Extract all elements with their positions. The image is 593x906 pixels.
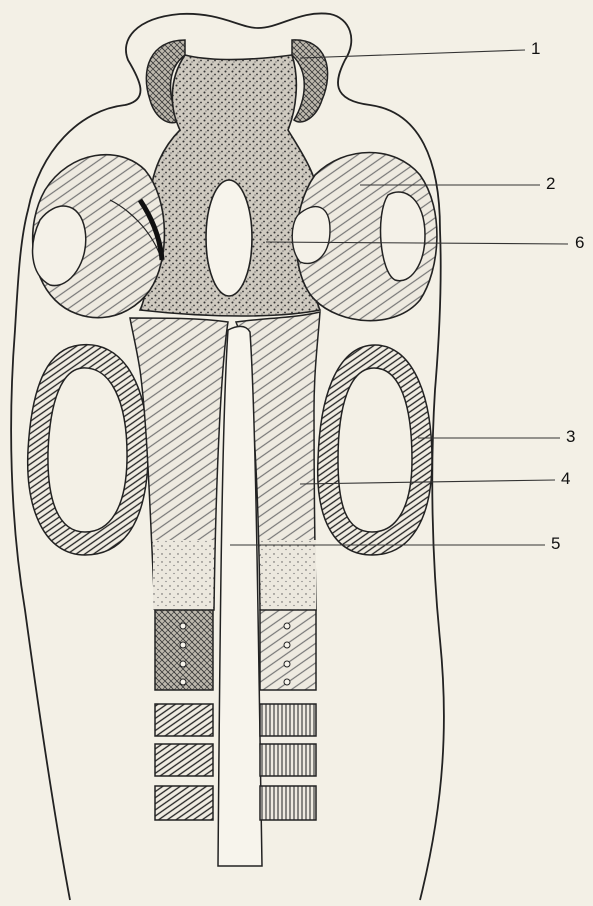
label-3: 3	[566, 427, 575, 447]
label-4: 4	[561, 469, 570, 489]
label-2: 2	[546, 174, 555, 194]
olfactory-lobe-right	[292, 40, 328, 122]
central-cavity	[206, 180, 252, 296]
eye-left	[33, 155, 165, 318]
eye-right	[292, 153, 437, 321]
ear-vesicle-right	[318, 345, 432, 555]
fold-lower-right	[261, 540, 316, 610]
somite-dotted-right	[260, 610, 316, 690]
fold-lower-left	[153, 540, 213, 610]
ear-vesicle-left	[28, 345, 148, 555]
label-5: 5	[551, 534, 560, 554]
label-6: 6	[575, 233, 584, 253]
label-1: 1	[531, 39, 540, 59]
somite-dotted-left	[155, 610, 213, 690]
